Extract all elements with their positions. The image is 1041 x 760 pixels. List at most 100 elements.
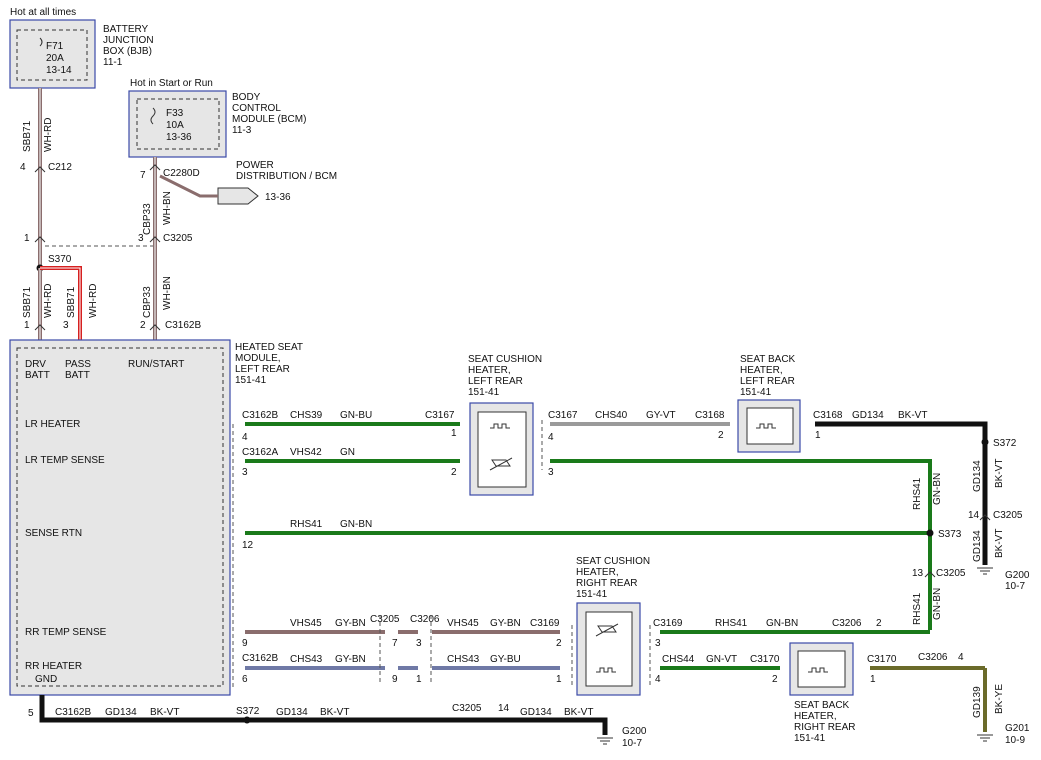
bcm-title-1: BODY	[232, 92, 261, 103]
row1-conn-b: C3167	[425, 410, 455, 421]
row2-color: GN	[340, 447, 355, 458]
bcm-fuse-id: F33	[166, 108, 184, 119]
c2280d-pin: 7	[140, 170, 146, 181]
bjb-fuse-ref: 13-14	[46, 65, 72, 76]
c212-label: C212	[48, 162, 72, 173]
gnd-label: GND	[35, 674, 57, 685]
gd134-vert-2: GD134	[972, 530, 983, 562]
row5-conn-g: C3170	[867, 654, 897, 665]
bjb-note: Hot at all times	[10, 7, 76, 18]
whrd-label-3: WH-RD	[88, 284, 99, 318]
rr-temp-label: RR TEMP SENSE	[25, 627, 107, 638]
gd134-vert-1: GD134	[972, 460, 983, 492]
bjb-title-4: 11-1	[103, 57, 123, 68]
row1-circuit: CHS39	[290, 410, 323, 421]
ground-icon	[977, 734, 993, 742]
row6-color: BK-VT	[150, 707, 179, 718]
row4-pin-b: 7	[392, 638, 398, 649]
connector-chevron-icon	[34, 324, 46, 331]
pass-label: PASS	[65, 359, 91, 370]
row4-conn-f: C3206	[832, 618, 862, 629]
row1-pin-a: 4	[242, 432, 248, 443]
pin3-label: 3	[63, 320, 69, 331]
cushion-rr-title-4: 151-41	[576, 589, 608, 600]
connector-chevron-icon	[34, 166, 46, 173]
g201-ref: 10-9	[1005, 735, 1025, 746]
s372-right-label: S372	[993, 438, 1017, 449]
heater-element-icon	[490, 423, 510, 429]
rhs41-vert-bottom: RHS41	[912, 592, 923, 625]
c3162b-top-label: C3162B	[165, 320, 201, 331]
row1-color: GN-BU	[340, 410, 372, 421]
rhs41-vert-top: RHS41	[912, 477, 923, 510]
row5-circuit3: CHS44	[662, 654, 695, 665]
heater-element-icon	[596, 667, 616, 673]
gnbn-vert-top: GN-BN	[932, 473, 943, 505]
connector-chevron-icon	[979, 514, 991, 521]
cbp33-label-top: CBP33	[142, 203, 153, 235]
heater-element-icon	[756, 423, 776, 429]
bjb-title-2: JUNCTION	[103, 35, 154, 46]
bjb-box	[9, 19, 96, 89]
g200-bottom-label: G200	[622, 726, 647, 737]
ground-icon	[597, 737, 613, 745]
whrd-label-2: WH-RD	[43, 284, 54, 318]
connector-chevron-icon	[34, 236, 46, 243]
temp-sensor-icon	[595, 623, 619, 637]
row5-pin-h: 4	[958, 652, 964, 663]
sense-rtn-label: SENSE RTN	[25, 528, 82, 539]
whbn-label-top: WH-BN	[162, 191, 173, 225]
power-dist-ref: 13-36	[265, 192, 291, 203]
bcm-title-3: MODULE (BCM)	[232, 114, 306, 125]
pass-batt-label: BATT	[65, 370, 90, 381]
row5-pin-c: 1	[416, 674, 422, 685]
g200-bottom-ref: 10-7	[622, 738, 642, 749]
row6-circuit: GD134	[105, 707, 137, 718]
row3-color: GN-BN	[340, 519, 372, 530]
row1-color3: BK-VT	[898, 410, 927, 421]
lr-heater-label: LR HEATER	[25, 419, 80, 430]
splice-dot-icon	[926, 529, 934, 537]
row1-color2: GY-VT	[646, 410, 676, 421]
s373-label: S373	[938, 529, 962, 540]
row1-pin-e: 1	[815, 430, 821, 441]
cushion-rr-title-3: RIGHT REAR	[576, 578, 638, 589]
bkye-label: BK-YE	[994, 684, 1005, 714]
lr-temp-label: LR TEMP SENSE	[25, 455, 105, 466]
connector-chevron-icon	[924, 571, 936, 578]
gnbn-vert-bottom: GN-BN	[932, 588, 943, 620]
back-lr-title-4: 151-41	[740, 387, 772, 398]
c3205-label-top: C3205	[163, 233, 193, 244]
row6-color2: BK-VT	[320, 707, 349, 718]
gd139-label: GD139	[972, 686, 983, 718]
c3205-pin-left: 1	[24, 233, 30, 244]
splice-dot-icon	[243, 716, 251, 724]
drv-batt-label: BATT	[25, 370, 50, 381]
cushion-rr-title-1: SEAT CUSHION	[576, 556, 650, 567]
row2-pin-a: 3	[242, 467, 248, 478]
row4-conn-e: C3169	[653, 618, 683, 629]
row5-conn-f: C3170	[750, 654, 780, 665]
row4-color2: GY-BN	[490, 618, 521, 629]
row3-pin: 12	[242, 540, 254, 551]
row1-conn-a: C3162B	[242, 410, 278, 421]
row1-pin-c: 4	[548, 432, 554, 443]
g200-right-ref: 10-7	[1005, 581, 1025, 592]
run-start-label: RUN/START	[128, 359, 184, 370]
pin1-label: 1	[24, 320, 30, 331]
cushion-lr-title-2: HEATER,	[468, 365, 511, 376]
row4-pin-f: 2	[876, 618, 882, 629]
bcm-note: Hot in Start or Run	[130, 78, 213, 89]
row1-conn-d: C3168	[695, 410, 725, 421]
module-title-1: HEATED SEAT	[235, 342, 303, 353]
bkvt-vert-2: BK-VT	[994, 529, 1005, 558]
c3205-right-label: C3205	[993, 510, 1023, 521]
bcm-fuse-ref: 13-36	[166, 132, 192, 143]
bcm-box	[128, 90, 227, 158]
bjb-title-3: BOX (BJB)	[103, 46, 152, 57]
c212-pin: 4	[20, 162, 26, 173]
row6-conn-a: C3162B	[55, 707, 91, 718]
temp-sensor-icon	[489, 457, 513, 471]
